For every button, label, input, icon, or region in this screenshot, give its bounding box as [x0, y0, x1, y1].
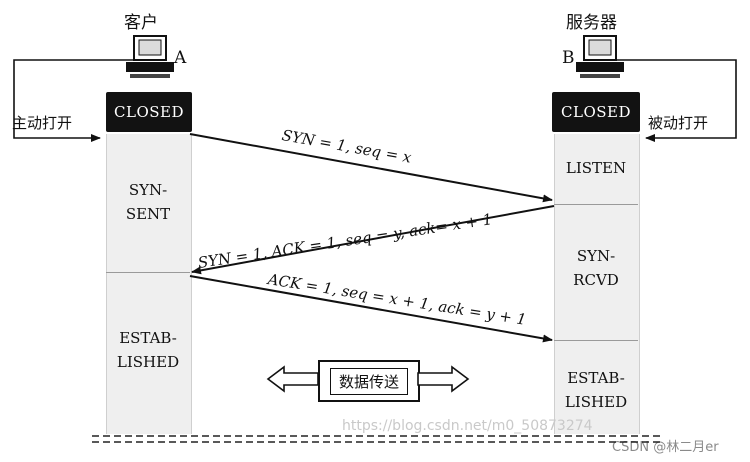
client-state-column — [106, 134, 192, 434]
data-transfer-box: 数据传送 — [318, 360, 420, 402]
server-passive-open-loop — [616, 59, 737, 142]
ack-arrow — [189, 275, 553, 343]
client-divider — [106, 272, 190, 273]
data-transfer-label: 数据传送 — [329, 367, 408, 395]
active-open-label: 主动打开 — [12, 114, 73, 132]
server-host-label: B — [562, 48, 575, 68]
client-active-open-loop — [13, 59, 134, 142]
passive-open-label: 被动打开 — [648, 114, 709, 132]
syn-arrow — [189, 133, 553, 203]
client-host-label: A — [174, 48, 187, 68]
client-state-established: ESTAB- LISHED — [116, 329, 180, 371]
client-computer-icon — [126, 35, 174, 78]
server-state-syn-rcvd: SYN- RCVD — [573, 247, 619, 289]
bottom-dashed-lines — [92, 435, 660, 443]
server-divider-2 — [554, 340, 638, 341]
client-state-syn-sent: SYN- SENT — [125, 181, 171, 223]
server-title: 服务器 — [566, 13, 617, 33]
server-state-established: ESTAB- LISHED — [564, 369, 628, 411]
server-computer-icon — [576, 35, 624, 78]
watermark-credit: CSDN @林二月er — [612, 440, 719, 455]
server-state-listen: LISTEN — [565, 159, 627, 177]
syn-ack-arrow — [191, 205, 555, 275]
client-title: 客户 — [124, 13, 158, 33]
client-closed-state: CLOSED — [106, 92, 192, 132]
server-state-column — [554, 134, 640, 434]
server-divider-1 — [554, 204, 638, 205]
watermark-url: https://blog.csdn.net/m0_50873274 — [342, 418, 593, 434]
data-transfer-double-arrow — [266, 365, 470, 393]
server-closed-state: CLOSED — [552, 92, 640, 132]
